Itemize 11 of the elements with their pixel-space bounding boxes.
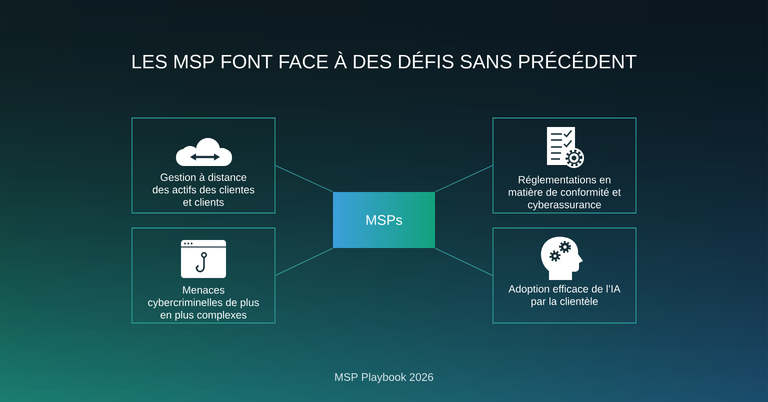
text-card: Adoption efficace de l’IA par la clientèle bbox=[492, 228, 636, 324]
connector-line bbox=[275, 165, 334, 192]
footer-text: MSP Playbook 2026 bbox=[335, 372, 434, 384]
title: LES MSP FONT FACE À DES DÉFIS SANS PRÉCÉDENT bbox=[132, 52, 636, 68]
center-box: MSPs bbox=[333, 192, 435, 248]
connector-line bbox=[434, 248, 493, 276]
text-card: Gestion à distance des actifs des clientes et clients bbox=[132, 118, 276, 214]
text-card: Réglementations en matière de conformité et cyberassurance bbox=[492, 118, 636, 214]
connector-line bbox=[275, 248, 334, 276]
connector-line bbox=[434, 165, 493, 192]
text-card: Menaces cybercriminelles de plus en plus complexes bbox=[132, 228, 276, 324]
